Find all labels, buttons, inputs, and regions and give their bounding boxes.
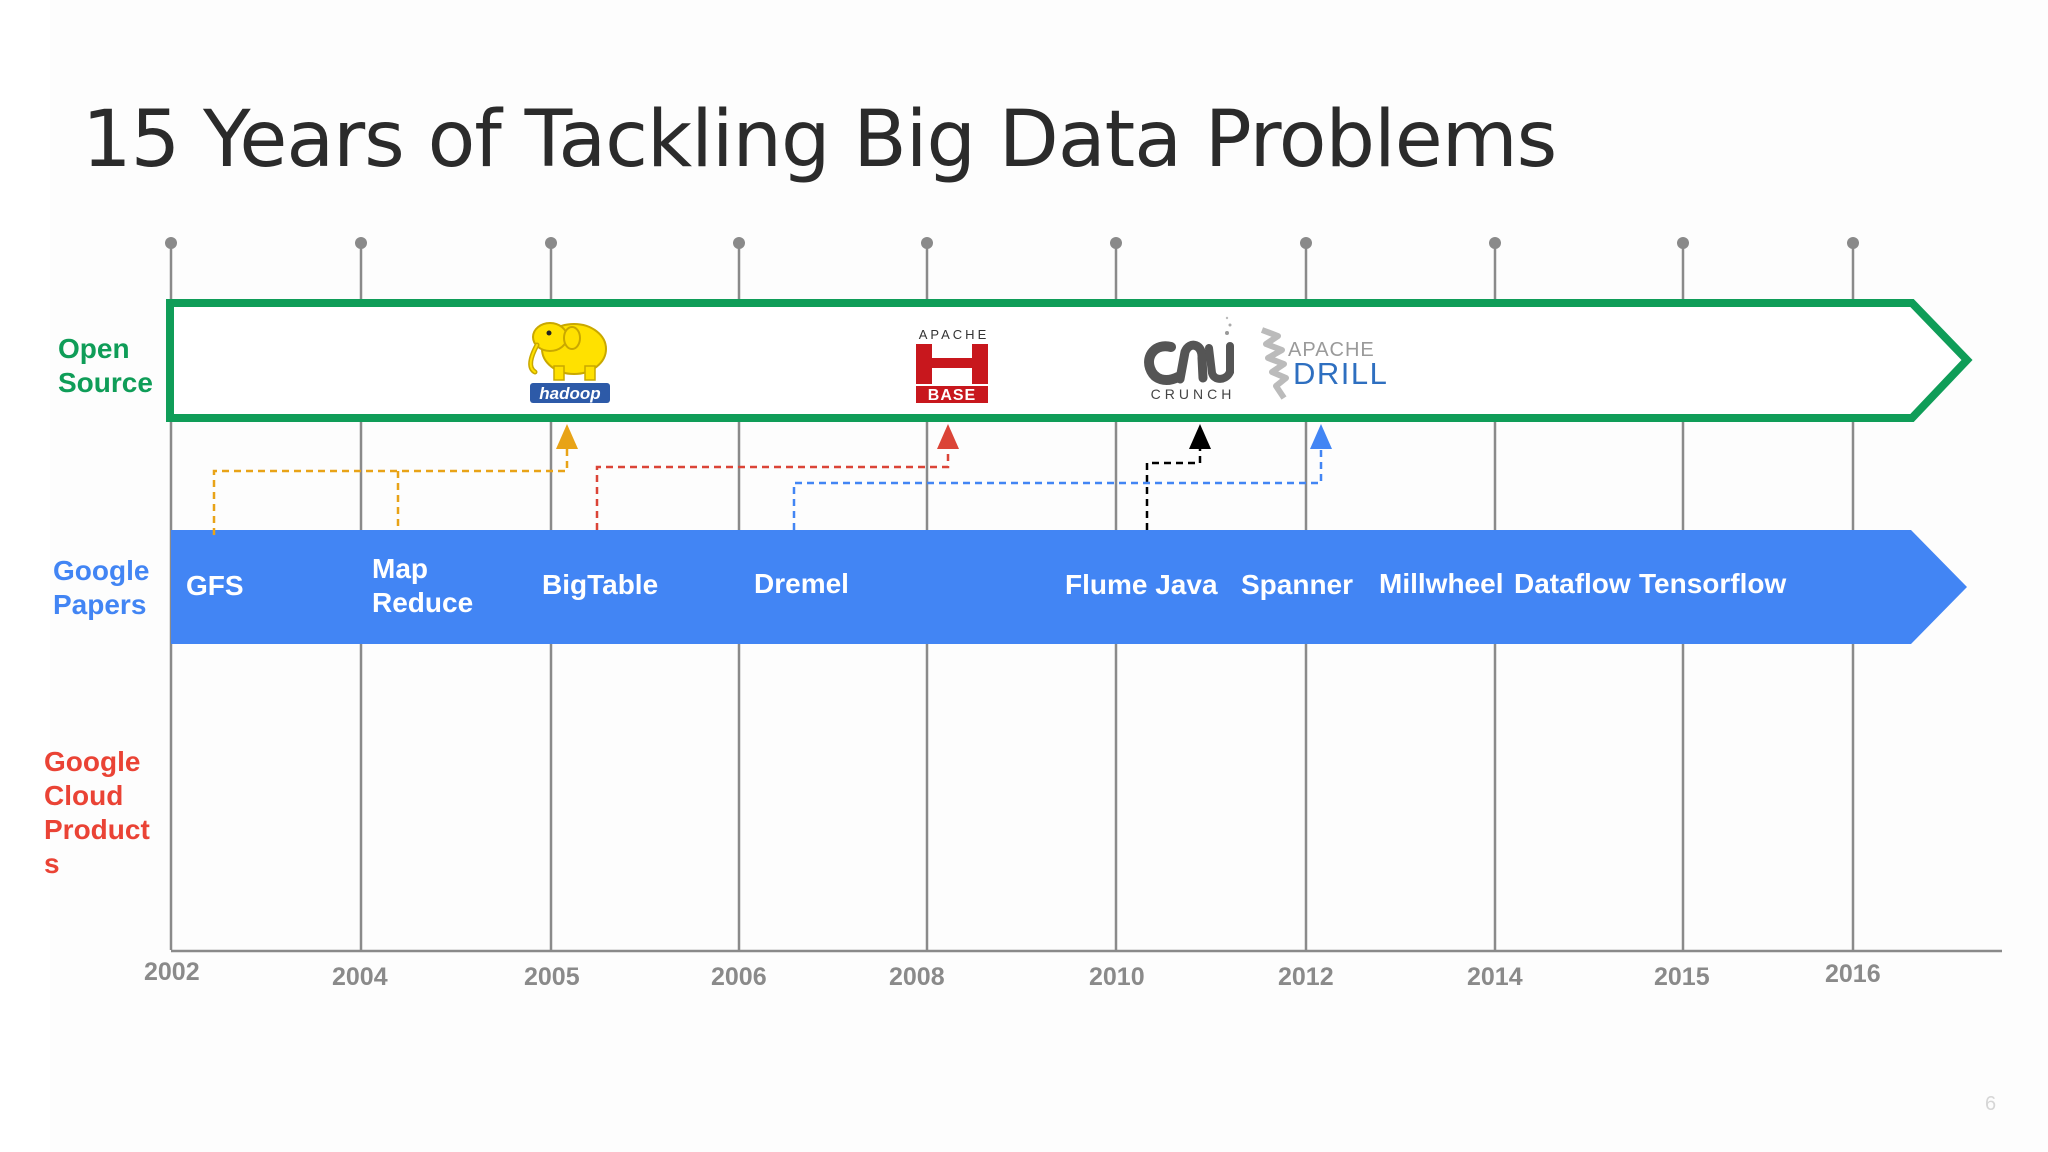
paper-mapreduce-line2: Reduce: [372, 587, 474, 618]
row-label-google-papers-line1: Google: [53, 555, 150, 586]
row-label-open-source: Open Source: [58, 332, 153, 400]
row-label-open-source-line2: Source: [58, 367, 153, 398]
year-dots: [165, 237, 1859, 249]
drill-arrowhead: [1310, 424, 1332, 449]
open-source-arrow: [166, 299, 1973, 422]
drill-logo: APACHE DRILL: [1260, 327, 1388, 400]
crunch-logo-text: CRUNCH: [1151, 386, 1236, 402]
drill-logo-apache-text: APACHE: [1288, 339, 1375, 361]
hbase-logo: APACHE BASE: [916, 327, 990, 404]
dot-2016: [1847, 237, 1859, 249]
slide-title: 15 Years of Tackling Big Data Problems: [82, 95, 1557, 185]
year-label-2008: 2008: [889, 963, 945, 991]
hbase-logo-apache-text: APACHE: [919, 327, 990, 342]
dot-2008: [921, 237, 933, 249]
gfs-mapreduce-to-hadoop-link: [212, 446, 569, 535]
bigtable-to-hbase-link: [595, 446, 950, 530]
dot-2004: [355, 237, 367, 249]
paper-dremel: Dremel: [754, 568, 849, 599]
hbase-arrowhead: [937, 424, 959, 449]
row-label-google-papers: Google Papers: [53, 554, 149, 622]
row-label-google-cloud-line4: s: [44, 848, 60, 879]
dot-2006: [733, 237, 745, 249]
row-label-google-papers-line2: Papers: [53, 589, 147, 620]
year-label-2015: 2015: [1654, 963, 1710, 991]
dot-2010: [1110, 237, 1122, 249]
crunch-logo: CRUNCH: [1144, 316, 1236, 402]
drill-logo-drill-text: DRILL: [1293, 356, 1388, 391]
dot-2015: [1677, 237, 1689, 249]
hbase-logo-base-text: BASE: [928, 387, 976, 404]
year-label-2016: 2016: [1825, 960, 1881, 988]
dot-2002: [165, 237, 177, 249]
year-label-2005: 2005: [524, 963, 580, 991]
year-label-2006: 2006: [711, 963, 767, 991]
row-label-open-source-line1: Open: [58, 333, 130, 364]
row-label-google-cloud-products: Google Cloud Product s: [44, 745, 150, 881]
row-label-google-cloud-line3: Product: [44, 814, 150, 845]
flumejava-to-crunch-link: [1145, 446, 1202, 530]
year-label-2012: 2012: [1278, 963, 1334, 991]
paper-bigtable: BigTable: [542, 569, 659, 600]
hadoop-logo-text: hadoop: [539, 384, 600, 403]
hadoop-logo: hadoop: [528, 322, 610, 403]
year-label-2002: 2002: [144, 958, 200, 986]
paper-flumejava: Flume Java: [1065, 569, 1218, 600]
dot-2014: [1489, 237, 1501, 249]
paper-millwheel: Millwheel: [1379, 568, 1504, 599]
crunch-arrowhead: [1189, 424, 1211, 449]
paper-gfs: GFS: [186, 570, 244, 601]
dot-2012: [1300, 237, 1312, 249]
paper-spanner: Spanner: [1241, 569, 1354, 600]
row-label-google-cloud-line1: Google: [44, 746, 141, 777]
dot-2005: [545, 237, 557, 249]
google-papers-arrow: [171, 530, 1967, 644]
dremel-to-drill-link: [792, 446, 1323, 530]
paper-mapreduce-line1: Map: [372, 553, 428, 584]
year-label-2014: 2014: [1467, 963, 1523, 991]
hadoop-arrowhead: [556, 424, 578, 449]
year-label-2004: 2004: [332, 963, 388, 991]
page-number: 6: [1985, 1093, 1997, 1115]
year-label-2010: 2010: [1089, 963, 1145, 991]
paper-dataflow: Dataflow: [1514, 568, 1631, 599]
paper-tensorflow: Tensorflow: [1639, 568, 1787, 599]
row-label-google-cloud-line2: Cloud: [44, 780, 124, 811]
paper-mapreduce: Map Reduce: [372, 552, 473, 620]
